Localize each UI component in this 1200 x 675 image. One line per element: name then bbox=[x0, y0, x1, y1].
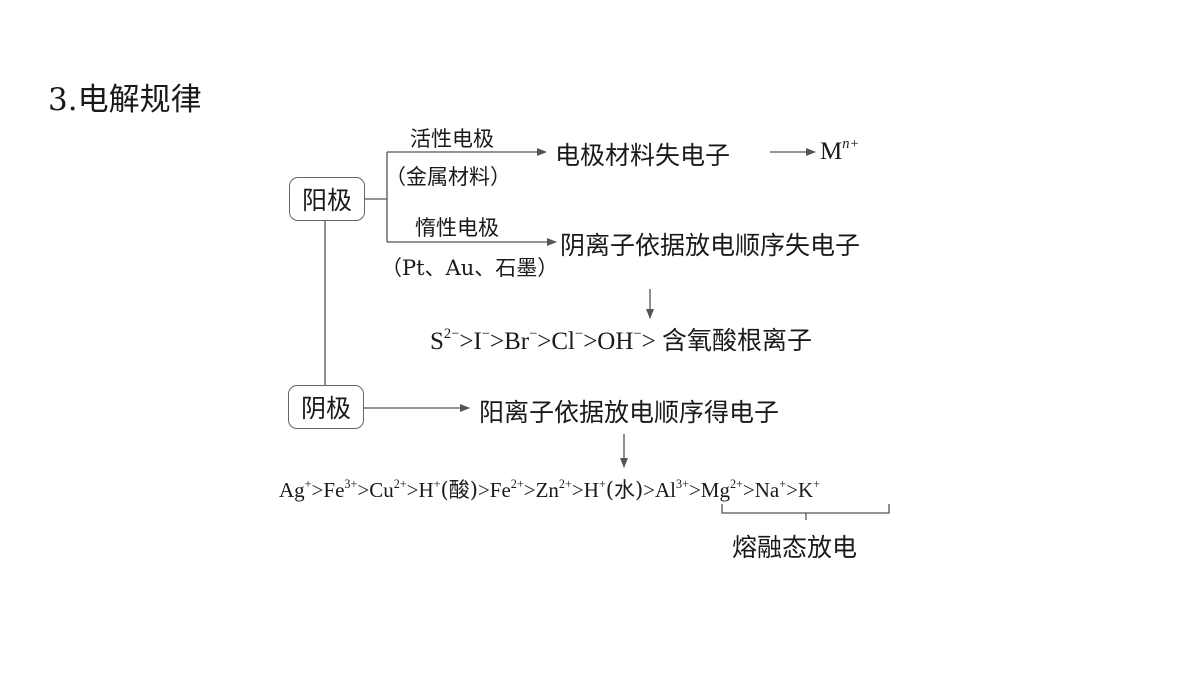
ion-symbol: S bbox=[430, 328, 444, 355]
ion-symbol: I bbox=[473, 328, 482, 355]
cathode-label: 阴极 bbox=[300, 394, 351, 423]
ion-symbol: Fe bbox=[323, 478, 345, 502]
order-separator: > bbox=[489, 328, 505, 355]
ion-item: Zn2+ bbox=[536, 478, 572, 502]
ion-symbol: Na bbox=[754, 478, 780, 502]
order-separator: > bbox=[357, 478, 370, 502]
page-title: 3.电解规律 bbox=[48, 82, 202, 118]
ion-charge: + bbox=[813, 476, 821, 491]
order-separator: > bbox=[311, 478, 324, 502]
cathode-box: 阴极 bbox=[288, 385, 364, 429]
ion-item: Cu2+ bbox=[369, 478, 406, 502]
ion-symbol: OH bbox=[597, 328, 634, 355]
anion-discharge-order: S2−>I−>Br−>Cl−>OH−> 含氧酸根离子 bbox=[430, 321, 812, 357]
ion-charge: 3+ bbox=[675, 476, 689, 491]
ion-symbol: Cu bbox=[369, 478, 394, 502]
ion-symbol: Zn bbox=[535, 478, 559, 502]
ion-item: (水) bbox=[606, 478, 643, 502]
order-separator: > bbox=[583, 328, 598, 355]
order-separator: > bbox=[688, 478, 701, 502]
ion-symbol: Cl bbox=[551, 328, 575, 355]
cathode-result: 阳离子依据放电顺序得电子 bbox=[479, 398, 780, 427]
ion-item: H+ bbox=[584, 478, 606, 502]
ion-symbol: Br bbox=[504, 328, 530, 355]
ion-charge: + bbox=[304, 476, 312, 491]
ion-charge: 2+ bbox=[558, 476, 572, 491]
ion-charge: 2+ bbox=[729, 476, 743, 491]
ion-item: Na+ bbox=[755, 478, 786, 502]
ion-item: Mg2+ bbox=[701, 478, 743, 502]
ion-symbol: Mg bbox=[700, 478, 730, 502]
inert-electrode-material: （Pt、Au、石墨） bbox=[381, 256, 559, 280]
order-separator: > bbox=[477, 478, 490, 502]
ion-symbol: H bbox=[583, 478, 599, 502]
metal-ion-product: Mn+ bbox=[820, 136, 860, 166]
ion-charge: + bbox=[598, 476, 606, 491]
inert-electrode-label: 惰性电极 bbox=[415, 216, 499, 240]
ion-charge: 2+ bbox=[393, 476, 407, 491]
ion-item: Ag+ bbox=[279, 478, 312, 502]
ion-item: OH− bbox=[597, 326, 642, 355]
ion-charge: 2+ bbox=[510, 476, 524, 491]
ion-item: S2− bbox=[430, 326, 460, 355]
order-separator: > bbox=[571, 478, 584, 502]
active-electrode-result: 电极材料失电子 bbox=[555, 141, 731, 170]
ion-symbol: 含氧酸根离子 bbox=[661, 326, 812, 355]
order-separator: > bbox=[537, 328, 552, 355]
molten-discharge-note: 熔融态放电 bbox=[732, 533, 858, 562]
order-separator: > bbox=[641, 328, 662, 355]
ion-item: H+ bbox=[419, 478, 441, 502]
order-separator: > bbox=[742, 478, 755, 502]
cation-discharge-order: Ag+>Fe3+>Cu2+>H+(酸)>Fe2+>Zn2+>H+(水)>Al3+… bbox=[279, 474, 820, 504]
ion-item: Al3+ bbox=[655, 478, 689, 502]
order-separator: > bbox=[523, 478, 536, 502]
ion-charge: − bbox=[633, 326, 642, 343]
ion-item: Br− bbox=[504, 326, 538, 355]
ion-item: (酸) bbox=[441, 478, 478, 502]
ion-item: I− bbox=[473, 326, 490, 355]
ion-symbol: Ag bbox=[279, 478, 305, 502]
ion-charge: + bbox=[779, 476, 787, 491]
ion-charge: 3+ bbox=[344, 476, 358, 491]
active-electrode-label: 活性电极 bbox=[410, 127, 494, 151]
order-separator: > bbox=[406, 478, 419, 502]
ion-item: Fe3+ bbox=[323, 478, 357, 502]
ion-symbol: (水) bbox=[605, 478, 644, 502]
molten-bracket bbox=[721, 504, 890, 520]
ion-charge: − bbox=[529, 326, 538, 343]
ion-item: K+ bbox=[798, 478, 820, 502]
ion-charge: + bbox=[433, 476, 441, 491]
ion-symbol: (酸) bbox=[440, 478, 478, 502]
anode-label: 阳极 bbox=[301, 186, 352, 215]
anode-box: 阳极 bbox=[289, 177, 365, 221]
ion-symbol: Fe bbox=[489, 478, 511, 502]
ion-item: Fe2+ bbox=[490, 478, 524, 502]
ion-charge: − bbox=[481, 326, 490, 343]
metal-ion-charge: n+ bbox=[842, 136, 860, 153]
ion-symbol: H bbox=[418, 478, 434, 502]
ion-charge: 2− bbox=[443, 326, 460, 343]
ion-charge: − bbox=[575, 326, 584, 343]
order-separator: > bbox=[459, 328, 474, 355]
ion-symbol: K bbox=[797, 478, 814, 502]
ion-item: 含氧酸根离子 bbox=[661, 326, 812, 355]
ion-item: Cl− bbox=[551, 326, 584, 355]
metal-ion-base: M bbox=[820, 138, 843, 165]
active-electrode-material: （金属材料） bbox=[385, 165, 511, 189]
order-separator: > bbox=[786, 478, 798, 502]
ion-symbol: Al bbox=[654, 478, 676, 502]
inert-electrode-result: 阴离子依据放电顺序失电子 bbox=[560, 231, 861, 260]
order-separator: > bbox=[643, 478, 655, 502]
